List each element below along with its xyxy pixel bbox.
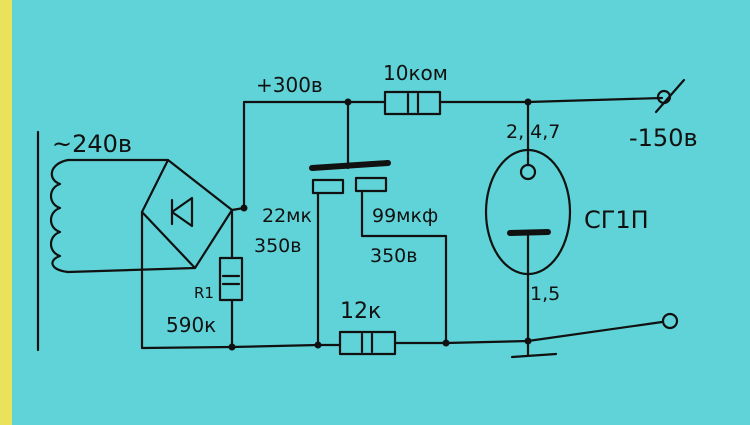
label-tube-pins-bottom: 1,5	[530, 283, 560, 305]
paper-edge	[0, 0, 12, 425]
transformer-wires	[66, 158, 197, 274]
label-tube-name: СГ1П	[584, 206, 649, 234]
resistor-12k-icon	[338, 330, 397, 356]
label-cap-left: 22мк	[262, 205, 312, 227]
terminal-negative-icon	[654, 78, 686, 114]
resistor-r1-icon	[218, 208, 244, 349]
positive-rail	[230, 96, 664, 212]
label-cap-right-voltage: 350в	[370, 245, 417, 267]
label-plus-300: +300в	[256, 73, 323, 97]
label-r1-value: 590к	[166, 313, 216, 337]
label-cap-left-voltage: 350в	[254, 235, 301, 257]
resistor-10k-icon	[383, 90, 442, 116]
label-r1-name: R1	[194, 284, 214, 302]
label-cap-right: 99мкф	[372, 205, 438, 227]
label-supply-ac: ~240в	[52, 130, 132, 158]
label-tube-pins-top: 2, 4,7	[506, 121, 560, 143]
negative-rail	[140, 210, 664, 351]
label-r-top: 10ком	[383, 61, 448, 85]
diode-bridge-icon	[140, 158, 234, 270]
label-terminal-neg: -150в	[629, 124, 698, 152]
label-r-bottom: 12к	[340, 299, 381, 324]
regulator-tube-icon	[484, 100, 572, 359]
terminal-output-icon	[661, 312, 679, 330]
capacitor-pair-icon	[309, 100, 448, 347]
transformer-icon	[36, 130, 70, 352]
